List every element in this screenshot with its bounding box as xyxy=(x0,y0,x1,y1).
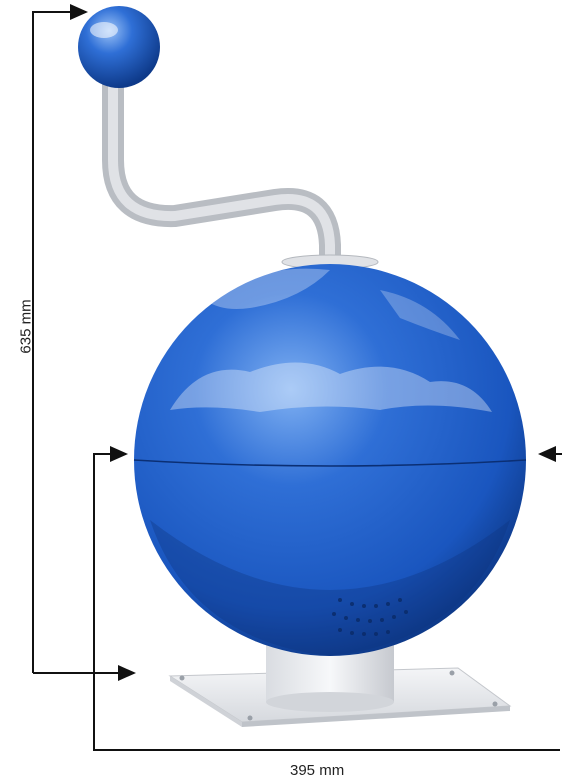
crank-knob xyxy=(78,6,160,88)
height-dimension-label: 635 mm xyxy=(17,299,35,354)
crank-arm xyxy=(102,69,379,273)
height-dimension-line xyxy=(32,4,136,681)
width-dimension-line xyxy=(93,446,562,751)
blue-globe xyxy=(133,264,527,656)
width-dimension-label: 395 mm xyxy=(290,762,345,779)
